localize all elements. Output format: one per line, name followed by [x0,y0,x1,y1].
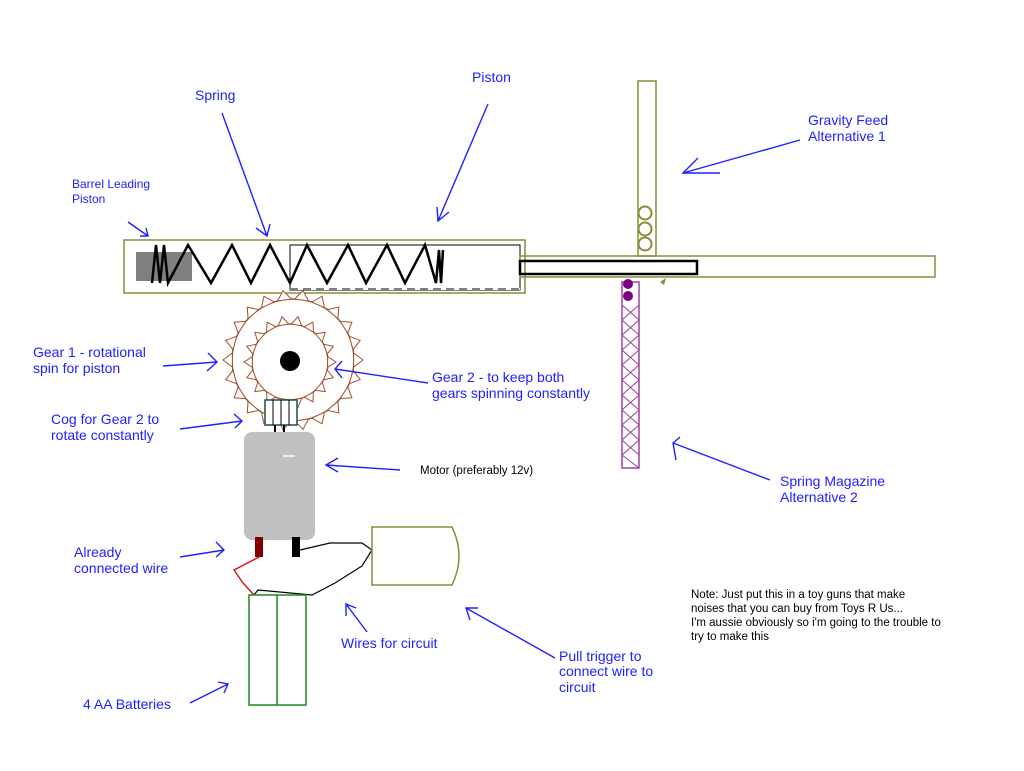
gear-1-tooth [293,418,310,431]
push-rod [518,259,699,276]
gear-2-tooth [266,321,277,333]
red-terminal [255,537,263,557]
arrow-icon [672,436,771,481]
red-wire [233,556,260,596]
label-cog: rotate constantly [51,427,154,443]
label-trigger: connect wire to [559,663,653,679]
label-barrel: Barrel Leading [72,177,150,191]
label-spring: Spring [195,87,235,103]
gear-1-tooth [326,400,340,414]
label-spring-magazine: Alternative 2 [780,489,858,505]
arrow-icon [162,352,219,372]
label-trigger: circuit [559,679,596,695]
label-gravity-feed: Alternative 1 [808,128,886,144]
gear-1-tooth [222,352,233,368]
label-already-connected: Already [74,544,121,560]
trigger [371,526,460,586]
gear-2-tooth [303,391,314,403]
circuit-wire [253,542,373,596]
arrow-icon [681,139,801,174]
axle [280,351,300,371]
gear-1-tooth [348,369,362,385]
spring [150,241,445,288]
arrow-icon [465,607,556,659]
gear-1-tooth [224,335,238,351]
note-line: noises that you can buy from Toys R Us..… [691,603,903,615]
gear-1-tooth [339,320,353,335]
arrow-icon [189,681,229,704]
gear-2-tooth [245,368,258,381]
gear-2-tooth [314,331,326,343]
note-line: Note: Just put this in a toy guns that m… [691,589,905,601]
spring-magazine [621,279,640,469]
ammo-ball [637,236,653,252]
gear-1-tooth [339,385,353,400]
note-line: try to make this [691,631,769,643]
arrow-icon [324,457,401,473]
label-motor: Motor (preferably 12v) [420,465,533,477]
label-gear-1: Gear 1 - rotational [33,344,146,360]
feed-tube [518,255,936,285]
note-line: I'm aussie obviously so i'm going to the… [691,617,941,629]
gear-1-tooth [246,400,260,414]
label-gear-1: spin for piston [33,360,120,376]
gear-2-tooth [254,381,266,393]
label-barrel: Piston [72,192,105,206]
label-gear-2: gears spinning constantly [432,385,590,401]
gear-1-tooth [348,335,362,351]
label-trigger: Pull trigger to [559,648,642,664]
arrow-icon [334,360,429,384]
label-gear-2: Gear 2 - to keep both [432,369,564,385]
gear-2-tooth [327,355,337,369]
gear-2-tooth [245,343,258,356]
gear-1-tooth [353,352,364,368]
gear-2-tooth [243,355,253,369]
arrow-icon [179,541,226,558]
arrow-icon [436,103,489,223]
gear-1-tooth [310,411,326,425]
gear-2-tooth [290,315,303,327]
gear-1-tooth [246,306,260,320]
ammo-ball [637,205,653,221]
gear-1-tooth [224,369,238,385]
gear-1-tooth [326,306,340,320]
arrow-icon [345,602,368,633]
label-piston: Piston [472,69,511,85]
label-already-connected: connected wire [74,560,168,576]
cog [264,399,298,432]
label-spring-magazine: Spring Magazine [780,473,885,489]
label-gravity-feed: Gravity Feed [808,112,888,128]
arrow-icon [221,112,271,238]
gear-1-tooth [260,295,276,309]
gear-1-tooth [293,289,310,302]
gear-2-tooth [322,343,335,356]
gear-2-tooth [277,315,290,327]
gear-1-tooth [276,289,293,302]
label-batteries: 4 AA Batteries [83,696,171,712]
gear-1 [222,289,364,431]
barrel [123,239,526,294]
label-cog: Cog for Gear 2 to [51,411,159,427]
gear-2-tooth [322,368,335,381]
label-wires: Wires for circuit [341,635,438,651]
gear-2-tooth [254,331,266,343]
arrows [127,103,801,704]
batteries [248,594,307,706]
arrow-icon [127,221,149,237]
ammo-ball [637,221,653,237]
gear-2-tooth [314,381,326,393]
gear-1-tooth [233,385,247,400]
arrow-icon [179,413,244,430]
gear-2-tooth [303,321,314,333]
black-terminal [292,537,300,557]
motor [244,432,315,557]
gear-1-tooth [310,295,326,309]
gravity-feed [637,80,657,257]
gear-1-tooth [233,320,247,335]
